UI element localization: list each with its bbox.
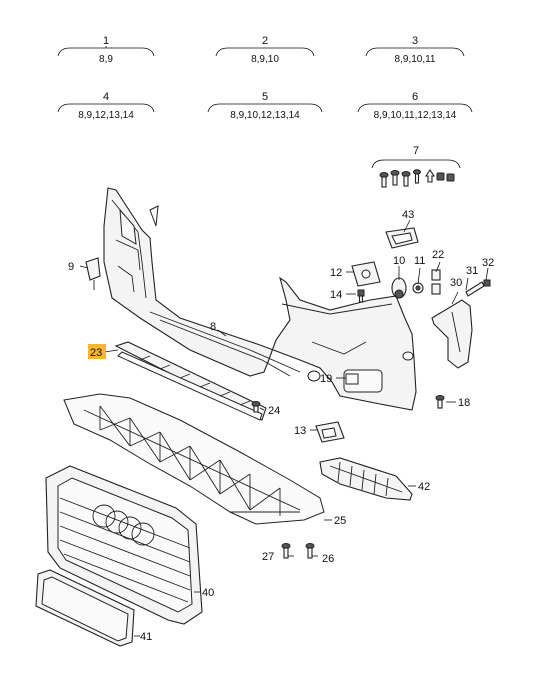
- callout-24: 24: [268, 405, 280, 417]
- screw-part-27[interactable]: [281, 543, 291, 559]
- callout-30: 30: [450, 277, 462, 289]
- group-number: 3: [412, 35, 418, 47]
- callout-11: 11: [414, 255, 425, 267]
- group-number: 7: [413, 145, 419, 157]
- nut-icon: [446, 173, 455, 182]
- callout-23: 23: [90, 347, 102, 359]
- callout-41: 41: [140, 631, 152, 643]
- plate-bracket-41[interactable]: [35, 569, 135, 647]
- screw-part-14[interactable]: [357, 289, 365, 303]
- support-bracket-30[interactable]: [431, 299, 473, 369]
- retainer-part-11[interactable]: [412, 282, 424, 294]
- callout-25: 25: [334, 515, 346, 527]
- cover-cap-13[interactable]: [315, 421, 345, 443]
- trim-frame-43[interactable]: [385, 227, 419, 249]
- callout-23-highlight: [88, 344, 106, 359]
- callout-43: 43: [402, 209, 414, 221]
- insert-part-19[interactable]: [345, 373, 359, 385]
- group-header-1[interactable]: 1 8,9: [57, 35, 155, 65]
- side-grille-42[interactable]: [319, 457, 413, 501]
- callout-12: 12: [330, 267, 342, 279]
- sensor-part-10[interactable]: [391, 277, 407, 299]
- callout-13: 13: [294, 425, 306, 437]
- callout-9: 9: [68, 261, 74, 273]
- callout-27: 27: [262, 551, 274, 563]
- callout-40: 40: [202, 587, 214, 599]
- group-header-2[interactable]: 2 8,9,10: [215, 35, 315, 65]
- leader-lines: [79, 219, 489, 637]
- group-header-4[interactable]: 4 8,9,12,13,14: [57, 91, 155, 121]
- group-items: 8,9,10: [251, 54, 279, 65]
- screw-icon: [379, 172, 389, 188]
- screw-part-32[interactable]: [483, 279, 491, 287]
- screw-part-26[interactable]: [305, 543, 315, 559]
- group-header-7[interactable]: 7: [371, 145, 461, 169]
- callout-32: 32: [482, 257, 494, 269]
- group-items: 8,9,10,11: [395, 54, 436, 65]
- group-number: 5: [262, 91, 268, 103]
- group-items: 8,9,10,11,12,13,14: [374, 110, 457, 121]
- screw-icon: [401, 171, 411, 187]
- bracket-part-12[interactable]: [351, 261, 381, 287]
- group-number: 6: [412, 91, 418, 103]
- callout-31: 31: [466, 265, 478, 277]
- group-items: 8,9: [99, 54, 113, 65]
- screw-icon: [390, 170, 400, 186]
- callout-18: 18: [458, 397, 470, 409]
- callout-14: 14: [330, 289, 342, 301]
- fastener-set-7: [379, 169, 455, 188]
- trim-strip-23[interactable]: [114, 341, 267, 421]
- callout-22: 22: [432, 249, 444, 261]
- screw-part-24[interactable]: [251, 401, 261, 413]
- screw-icon: [413, 169, 421, 184]
- clip-part-9[interactable]: [85, 257, 101, 290]
- group-number: 4: [103, 91, 109, 103]
- group-header-6[interactable]: 6 8,9,10,11,12,13,14: [357, 91, 473, 121]
- clip-icon: [424, 169, 436, 183]
- group-header-5[interactable]: 5 8,9,10,12,13,14: [207, 91, 323, 121]
- group-items: 8,9,12,13,14: [78, 110, 134, 121]
- carrier-part-25[interactable]: [63, 393, 325, 525]
- group-number: 1: [103, 35, 109, 47]
- group-header-3[interactable]: 3 8,9,10,11: [365, 35, 465, 65]
- callout-42: 42: [418, 481, 430, 493]
- screw-part-18[interactable]: [435, 395, 445, 409]
- nut-icon: [436, 172, 445, 181]
- callout-19: 19: [320, 373, 332, 385]
- group-number: 2: [262, 35, 268, 47]
- radiator-grille-40[interactable]: [45, 465, 203, 625]
- bumper-cover[interactable]: [103, 187, 417, 411]
- callout-26: 26: [322, 553, 334, 565]
- callout-labels: 8 9 10 11 12 13 14 18 19 22 23 24 25 26 …: [68, 209, 494, 643]
- callout-10: 10: [393, 255, 405, 267]
- group-items: 8,9,10,12,13,14: [230, 110, 300, 121]
- logo-rings-icon: [92, 504, 155, 546]
- callout-8: 8: [210, 321, 216, 333]
- bracket-part-22[interactable]: [431, 269, 441, 295]
- screw-part-31[interactable]: [465, 281, 485, 297]
